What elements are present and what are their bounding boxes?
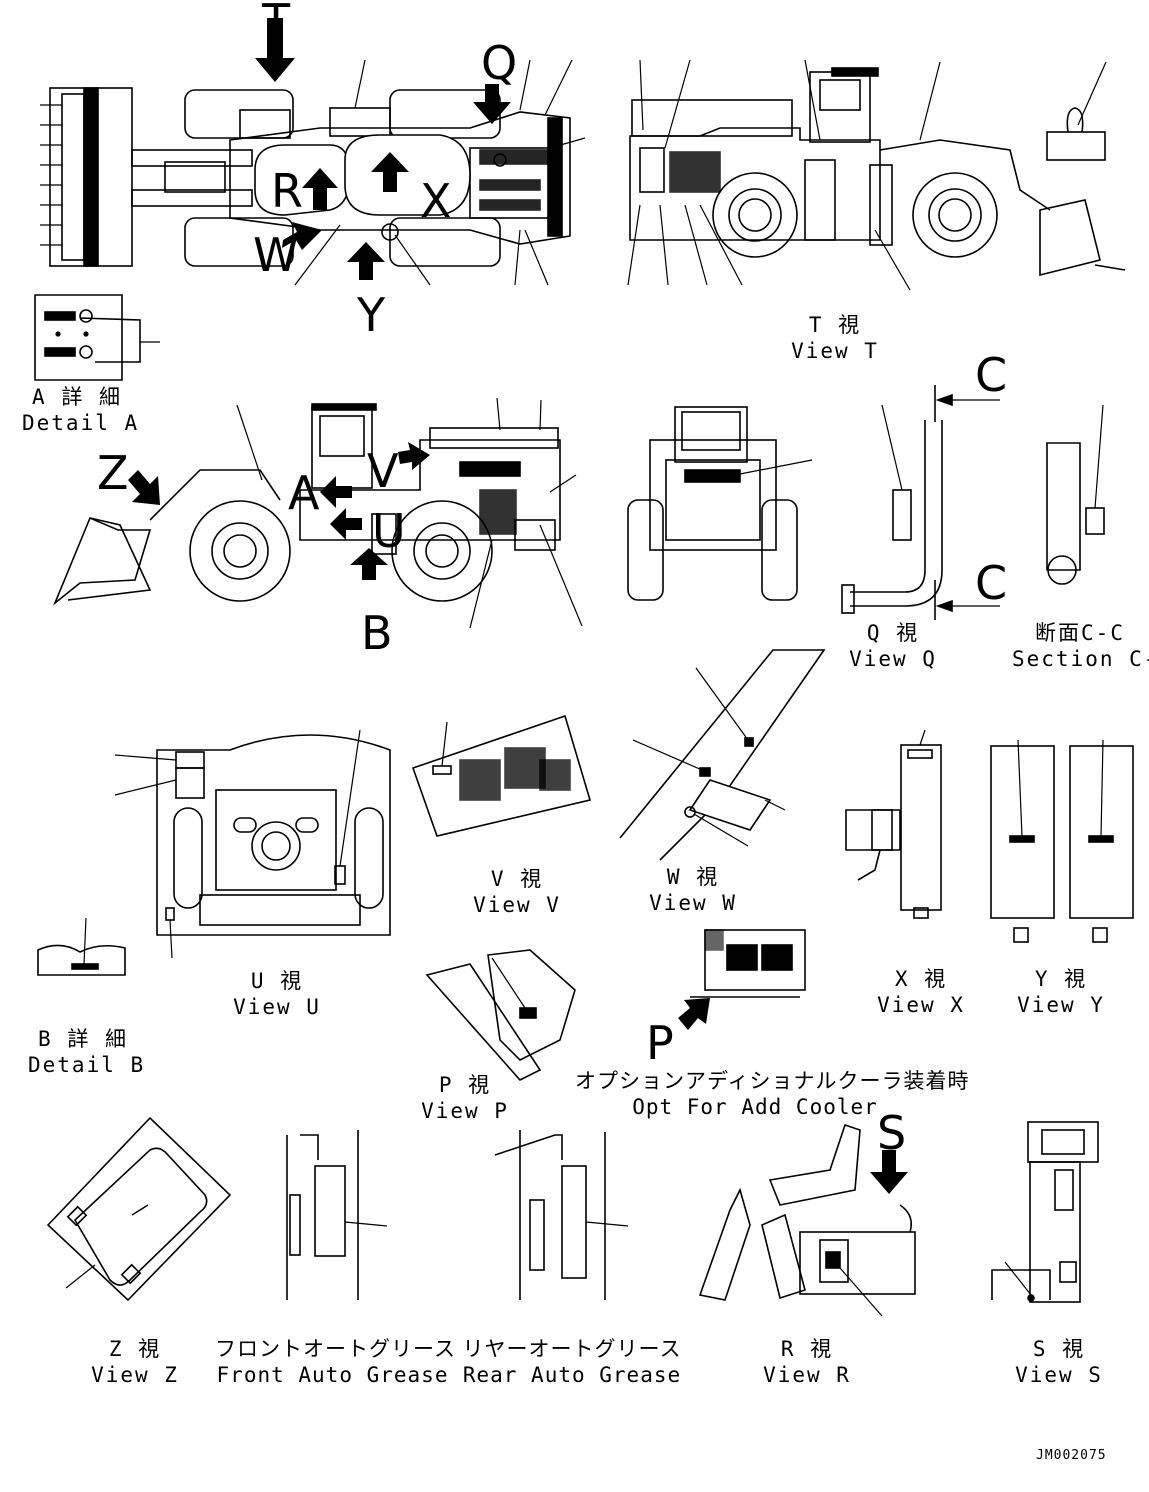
view-letter-q: Q <box>481 36 518 90</box>
caption-en: View U <box>233 995 321 1019</box>
view-p-drawing <box>425 949 576 1081</box>
caption-view-q: Q 視 View Q <box>838 620 948 672</box>
caption-jp: 断面C-C <box>1035 621 1125 645</box>
view-w-drawing <box>619 649 826 861</box>
caption-jp: P 視 <box>438 1073 492 1097</box>
detail-a-drawing <box>34 294 160 381</box>
rear-grease-drawing <box>494 1130 629 1300</box>
front-view-machine <box>627 406 813 601</box>
top-view-machine <box>40 59 586 286</box>
caption-en: View W <box>649 891 737 915</box>
view-letter-z: Z <box>97 446 129 500</box>
caption-en: Section C-C <box>1012 647 1149 671</box>
view-v-drawing <box>411 714 592 837</box>
caption-jp: リヤーオートグリース <box>462 1337 682 1361</box>
caption-en: View T <box>791 339 879 363</box>
caption-view-s: S 視 View S <box>1004 1336 1114 1388</box>
view-arrows-top <box>255 18 511 280</box>
caption-view-t: T 視 View T <box>780 312 890 364</box>
view-r-drawing <box>698 1123 916 1317</box>
caption-en: Opt For Add Cooler <box>632 1095 878 1119</box>
caption-en: View P <box>421 1099 509 1123</box>
caption-jp: W 視 <box>666 865 720 889</box>
caption-front-auto-grease: フロントオートグリース Front Auto Grease <box>215 1336 456 1388</box>
caption-section-cc: 断面C-C Section C-C <box>1012 620 1149 672</box>
caption-jp: Z 視 <box>108 1337 162 1361</box>
caption-jp: B 詳 細 <box>38 1027 128 1051</box>
caption-jp: T 視 <box>808 313 862 337</box>
view-letter-t: T <box>262 0 291 48</box>
caption-view-u: U 視 View U <box>222 968 332 1020</box>
view-s-drawing <box>991 1121 1099 1303</box>
caption-en: View V <box>473 893 561 917</box>
caption-en: Rear Auto Grease <box>462 1363 682 1387</box>
view-letter-r: R <box>271 164 303 218</box>
caption-jp: X 視 <box>894 967 948 991</box>
view-letter-p: P <box>646 1016 674 1070</box>
caption-jp: V 視 <box>490 867 544 891</box>
caption-jp: R 視 <box>780 1337 834 1361</box>
caption-detail-a: A 詳 細 Detail A <box>22 384 140 436</box>
caption-en: View X <box>877 993 965 1017</box>
detail-b-drawing <box>37 917 126 976</box>
caption-view-v: V 視 View V <box>462 866 572 918</box>
caption-opt-add-cooler: オプションアディショナルクーラ装着時 Opt For Add Cooler <box>575 1068 970 1120</box>
view-letter-u: U <box>372 504 406 558</box>
section-letter-c-top: C <box>975 348 1008 402</box>
caption-jp: Q 視 <box>866 621 920 645</box>
view-y-drawing <box>990 739 1134 943</box>
caption-view-w: W 視 View W <box>638 864 748 916</box>
caption-rear-auto-grease: リヤーオートグリース Rear Auto Grease <box>462 1336 682 1388</box>
caption-en: View Z <box>91 1363 179 1387</box>
front-grease-drawing <box>286 1130 388 1300</box>
view-letter-a: A <box>288 466 320 520</box>
view-letter-b: B <box>361 606 393 660</box>
caption-en: View Y <box>1017 993 1105 1017</box>
view-x-drawing <box>845 729 942 919</box>
caption-jp: フロントオートグリース <box>215 1337 456 1361</box>
view-letter-w: W <box>253 228 299 282</box>
caption-en: View S <box>1015 1363 1103 1387</box>
caption-view-z: Z 視 View Z <box>80 1336 190 1388</box>
caption-detail-b: B 詳 細 Detail B <box>28 1026 146 1078</box>
section-cc-drawing <box>1046 404 1105 585</box>
caption-view-y: Y 視 View Y <box>1006 966 1116 1018</box>
section-letter-c-bottom: C <box>975 556 1008 610</box>
left-side-view-machine <box>53 397 583 629</box>
caption-view-r: R 視 View R <box>752 1336 862 1388</box>
view-z-drawing <box>46 1116 232 1302</box>
caption-en: View R <box>763 1363 851 1387</box>
view-letter-y: Y <box>357 288 386 342</box>
view-t-machine <box>627 59 1126 291</box>
caption-en: Detail A <box>22 411 140 435</box>
view-u-drawing <box>114 729 391 959</box>
caption-jp: オプションアディショナルクーラ装着時 <box>575 1069 970 1093</box>
view-arrows-side <box>128 442 430 580</box>
caption-jp: U 視 <box>250 969 304 993</box>
view-letter-v: V <box>367 444 399 498</box>
caption-jp: A 詳 細 <box>32 385 122 409</box>
drawing-code: JM002075 <box>1036 1448 1107 1463</box>
caption-jp: S 視 <box>1032 1337 1086 1361</box>
caption-en: View Q <box>849 647 937 671</box>
caption-en: Detail B <box>28 1053 146 1077</box>
view-letter-x: X <box>420 174 452 228</box>
caption-view-x: X 視 View X <box>866 966 976 1018</box>
caption-view-p: P 視 View P <box>410 1072 520 1124</box>
view-q-drawing <box>841 385 1000 620</box>
view-arrows-bottom <box>678 998 908 1194</box>
add-cooler-drawing <box>690 929 806 998</box>
caption-jp: Y 視 <box>1034 967 1088 991</box>
view-letter-s: S <box>877 1106 907 1160</box>
caption-en: Front Auto Grease <box>216 1363 449 1387</box>
